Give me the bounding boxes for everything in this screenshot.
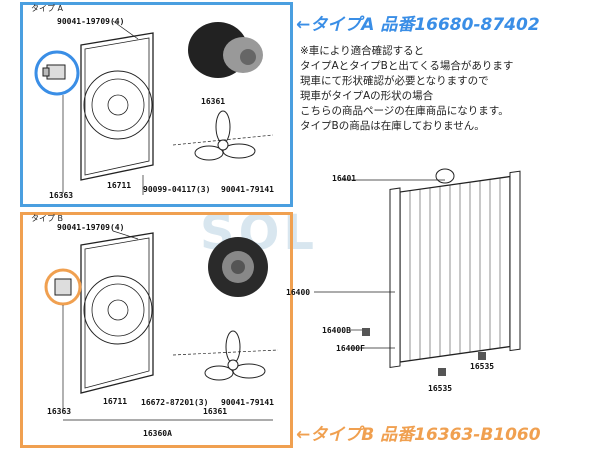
radiator-diagram: 16401 16400 16400B 16400F 16535 16535 xyxy=(286,168,600,410)
part-number: 16672-87201(3) xyxy=(141,398,209,407)
part-number: 90041-79141 xyxy=(221,398,274,407)
type-b-frame-label: タイプ B xyxy=(31,214,64,223)
part-number: 16535 xyxy=(428,384,453,393)
part-number: 16400F xyxy=(336,344,365,353)
note-line: 現車がタイプAの形状の場合 xyxy=(300,90,434,102)
note-line: 現車にて形状確認が必要となりますので xyxy=(300,75,489,87)
part-number: 16711 xyxy=(103,397,128,406)
type-b-fan-diagram xyxy=(44,230,279,421)
part-number: 90099-04117(3) xyxy=(143,185,211,194)
part-number: 16401 xyxy=(332,174,357,183)
compatibility-note: ※車により適合確認すると タイプAとタイプBと出てくる場合があります 現車にて形… xyxy=(300,44,600,134)
part-number: 90041-79141 xyxy=(221,185,274,194)
type-b-label: ←タイプB 品番16363-B1060 xyxy=(296,425,541,445)
part-number: 16361 xyxy=(203,407,228,416)
part-number: 16400 xyxy=(286,288,311,297)
part-number: 90041-19709(4) xyxy=(57,17,125,26)
note-line: タイプAとタイプBと出てくる場合があります xyxy=(300,60,514,72)
type-a-frame-label: タイプ A xyxy=(31,4,64,13)
note-line: タイプBの商品は在庫しておりません。 xyxy=(300,120,485,132)
part-number: 16361 xyxy=(201,97,226,106)
part-number: 16363 xyxy=(47,407,72,416)
part-number: 16400B xyxy=(322,326,351,335)
part-number: 16360A xyxy=(143,429,172,438)
part-number: 90041-19709(4) xyxy=(57,223,125,232)
part-number: 16363 xyxy=(49,191,74,200)
part-number: 16711 xyxy=(107,181,132,190)
part-number: 16535 xyxy=(470,362,495,371)
type-b-diagram-panel: タイプ B 90041-19709(4) 16363 16711 16672-8… xyxy=(20,212,293,448)
type-a-fan-diagram xyxy=(34,20,274,195)
type-a-label: ←タイプA 品番16680-87402 xyxy=(296,15,540,35)
type-a-diagram-panel: タイプ A 90041-19709(4) 16361 16363 16711 9… xyxy=(20,2,293,207)
note-line: ※車により適合確認すると xyxy=(300,45,425,57)
note-line: こちらの商品ページの在庫商品になります。 xyxy=(300,105,509,117)
